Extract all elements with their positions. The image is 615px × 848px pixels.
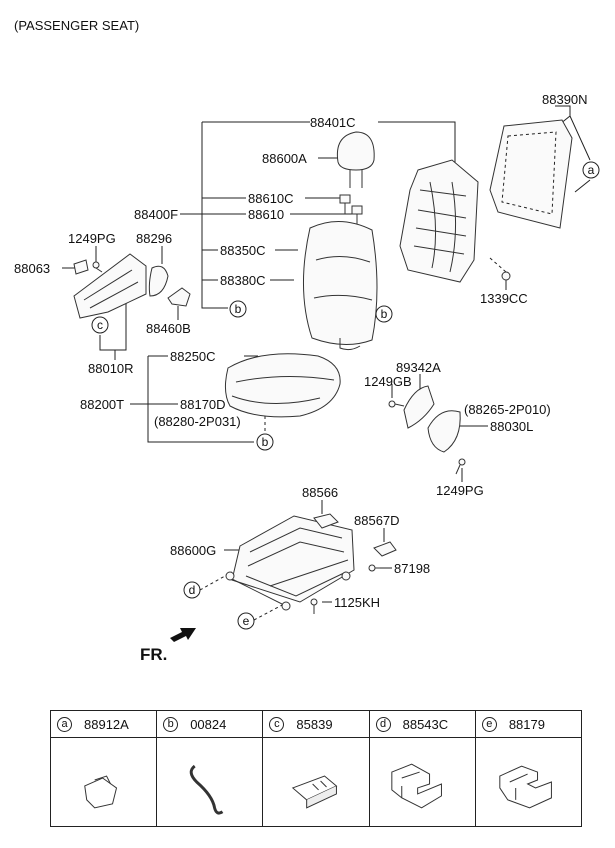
legend-letter-c: c — [269, 716, 285, 732]
cover-88567d — [373, 541, 397, 557]
leader-88401c — [202, 121, 456, 175]
label-88296: 88296 — [136, 231, 172, 246]
screw-1249pg-top — [92, 261, 103, 273]
headrest-guides — [339, 194, 363, 226]
seatback-frame — [399, 159, 479, 283]
front-label: FR. — [140, 645, 167, 664]
svg-text:e: e — [243, 614, 250, 628]
clip-88912a-icon — [84, 775, 118, 809]
label-88610c: 88610C — [248, 191, 294, 206]
seat-track-frame — [225, 515, 355, 611]
seat-cushion — [224, 353, 341, 418]
legend-part-d: 88543C — [402, 716, 449, 732]
legend-letter-b: b — [163, 716, 179, 732]
leader-1339cc — [489, 257, 507, 273]
screw-1249gb — [388, 400, 405, 408]
svg-text:b: b — [262, 435, 269, 449]
label-88460b: 88460B — [146, 321, 191, 336]
legend-table: a 88912A b 00824 c 85839 d 88543C e 88179 — [50, 710, 582, 827]
label-88600g: 88600G — [170, 543, 216, 558]
hook-00824-icon — [189, 764, 224, 815]
label-87198: 87198 — [394, 561, 430, 576]
leader-a-back — [574, 179, 591, 193]
label-88401c: 88401C — [310, 115, 356, 130]
label-89342a: 89342A — [396, 360, 441, 375]
bolt-1125kh — [310, 598, 318, 614]
back-board — [489, 119, 573, 229]
bolt-1339cc — [501, 271, 511, 281]
label-88566: 88566 — [302, 485, 338, 500]
label-88030l: 88030L — [490, 419, 533, 434]
label-88600a: 88600A — [262, 151, 307, 166]
diagram-title: (PASSENGER SEAT) — [14, 18, 139, 33]
bracket-88401c — [201, 122, 228, 309]
callout-b-2: b — [375, 305, 393, 323]
label-1125kh: 1125KH — [334, 595, 380, 610]
legend-cell-a: a 88912A — [51, 711, 158, 826]
legend-letter-d: d — [375, 716, 391, 732]
clip-88543c-icon — [390, 763, 442, 809]
svg-text:c: c — [97, 318, 103, 332]
cover-88566 — [313, 513, 339, 529]
legend-cell-b: b 00824 — [157, 711, 264, 826]
label-1339cc: 1339CC — [480, 291, 528, 306]
trim-88296 — [148, 265, 169, 297]
shield-89342a — [403, 385, 435, 429]
label-88280: (88280-2P031) — [154, 414, 241, 429]
legend-part-a: 88912A — [84, 716, 129, 732]
bracket-88200t — [147, 356, 254, 443]
legend-cell-c: c 85839 — [263, 711, 370, 826]
label-88200t: 88200T — [80, 397, 124, 412]
label-88265: (88265-2P010) — [464, 402, 551, 417]
svg-text:a: a — [588, 163, 595, 177]
legend-part-e: 88179 — [508, 716, 545, 732]
label-88250c: 88250C — [170, 349, 216, 364]
svg-text:d: d — [189, 583, 196, 597]
callout-e: e — [237, 612, 255, 630]
seatback-cover — [302, 220, 378, 351]
label-88390n: 88390N — [542, 92, 588, 107]
leader-88010r — [99, 300, 127, 360]
legend-letter-e: e — [481, 716, 497, 732]
label-88063: 88063 — [14, 261, 50, 276]
label-88350c: 88350C — [220, 243, 266, 258]
callout-b-3: b — [256, 433, 274, 451]
label-1249gb: 1249GB — [364, 374, 412, 389]
svg-text:b: b — [235, 302, 242, 316]
callout-c: c — [91, 316, 109, 334]
bolt-87198 — [368, 564, 380, 572]
front-arrow-icon — [170, 628, 196, 642]
lever-88460b — [167, 287, 191, 307]
legend-cell-e: e 88179 — [475, 711, 582, 826]
leader-e — [253, 603, 285, 621]
label-1249pg-bottom: 1249PG — [436, 483, 484, 498]
side-shield-left — [73, 253, 147, 319]
legend-cell-d: d 88543C — [369, 711, 476, 826]
label-88010r: 88010R — [88, 361, 134, 376]
knob-88063 — [73, 259, 89, 275]
cover-88030l — [427, 410, 461, 453]
screw-1249pg-bottom — [455, 458, 466, 475]
callout-b-1: b — [229, 300, 247, 318]
label-88400f: 88400F — [134, 207, 178, 222]
legend-letter-a: a — [57, 716, 72, 732]
callout-d: d — [183, 581, 201, 599]
legend-part-c: 85839 — [296, 716, 333, 732]
label-1249pg-top: 1249PG — [68, 231, 116, 246]
label-88567d: 88567D — [354, 513, 400, 528]
label-88170d: 88170D — [180, 397, 226, 412]
svg-text:b: b — [381, 307, 388, 321]
label-88380c: 88380C — [220, 273, 266, 288]
label-88610: 88610 — [248, 207, 284, 222]
headrest — [336, 131, 375, 188]
clip-85839-icon — [292, 775, 338, 809]
clip-88179-icon — [499, 765, 552, 809]
callout-a: a — [582, 161, 600, 179]
legend-part-b: 00824 — [190, 716, 227, 732]
